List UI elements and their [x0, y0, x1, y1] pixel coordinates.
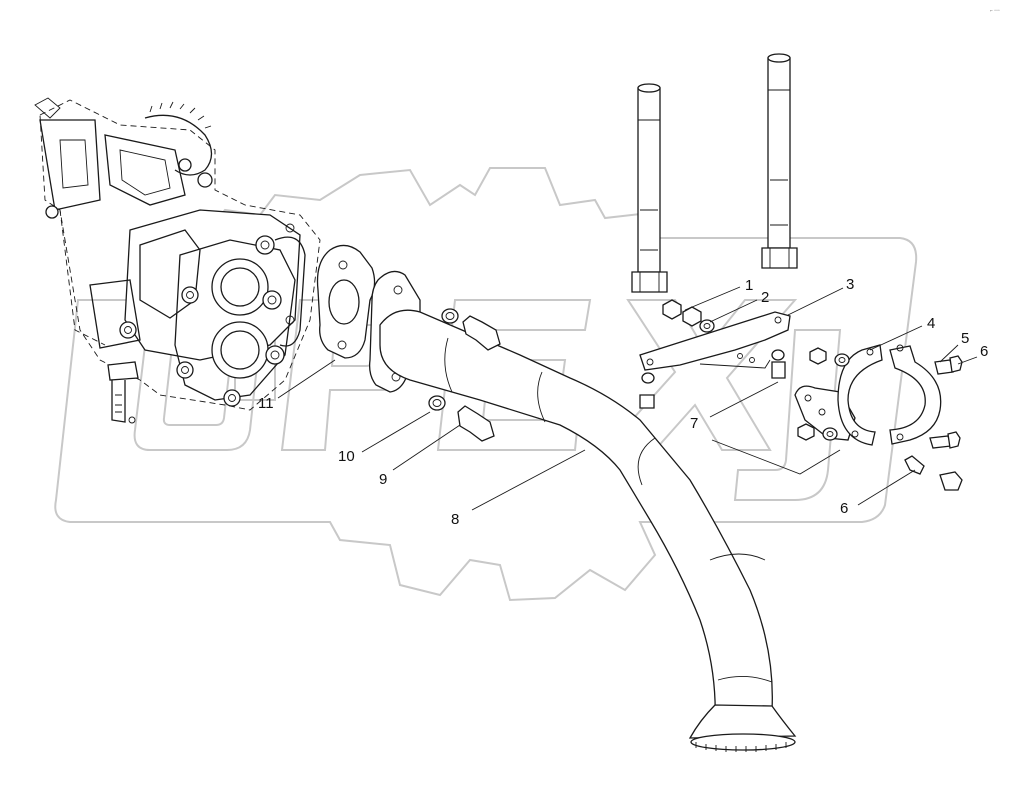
clamp-fasteners [797, 347, 963, 491]
callout-10: 10 [338, 448, 355, 465]
oil-pickup-pipe [368, 270, 797, 752]
pipe-clamp [794, 344, 942, 446]
callout-9: 9 [379, 471, 387, 488]
callout-8: 8 [451, 511, 459, 528]
callout-4: 4 [927, 315, 935, 332]
flange-gasket [316, 244, 376, 359]
oil-pump-assembly [34, 97, 321, 424]
long-stud-left [631, 83, 668, 293]
callout-2: 2 [761, 289, 769, 306]
callout-6-upper: 6 [980, 343, 988, 360]
flange-bolts [428, 308, 501, 442]
callout-labels: 1 2 3 4 5 6 6 7 8 9 10 11 [258, 276, 988, 528]
callout-3: 3 [846, 276, 854, 293]
corner-mark: ⌐ ▫▫▫ [990, 8, 1000, 14]
callout-6-lower: 6 [840, 500, 848, 517]
callout-11: 11 [258, 395, 274, 412]
callout-5: 5 [961, 330, 969, 347]
support-bracket [639, 311, 791, 371]
nuts-and-washers [639, 299, 786, 409]
callout-7: 7 [690, 415, 698, 432]
leader-lines [277, 286, 978, 511]
long-stud-right [761, 53, 798, 269]
callout-1: 1 [745, 277, 753, 294]
